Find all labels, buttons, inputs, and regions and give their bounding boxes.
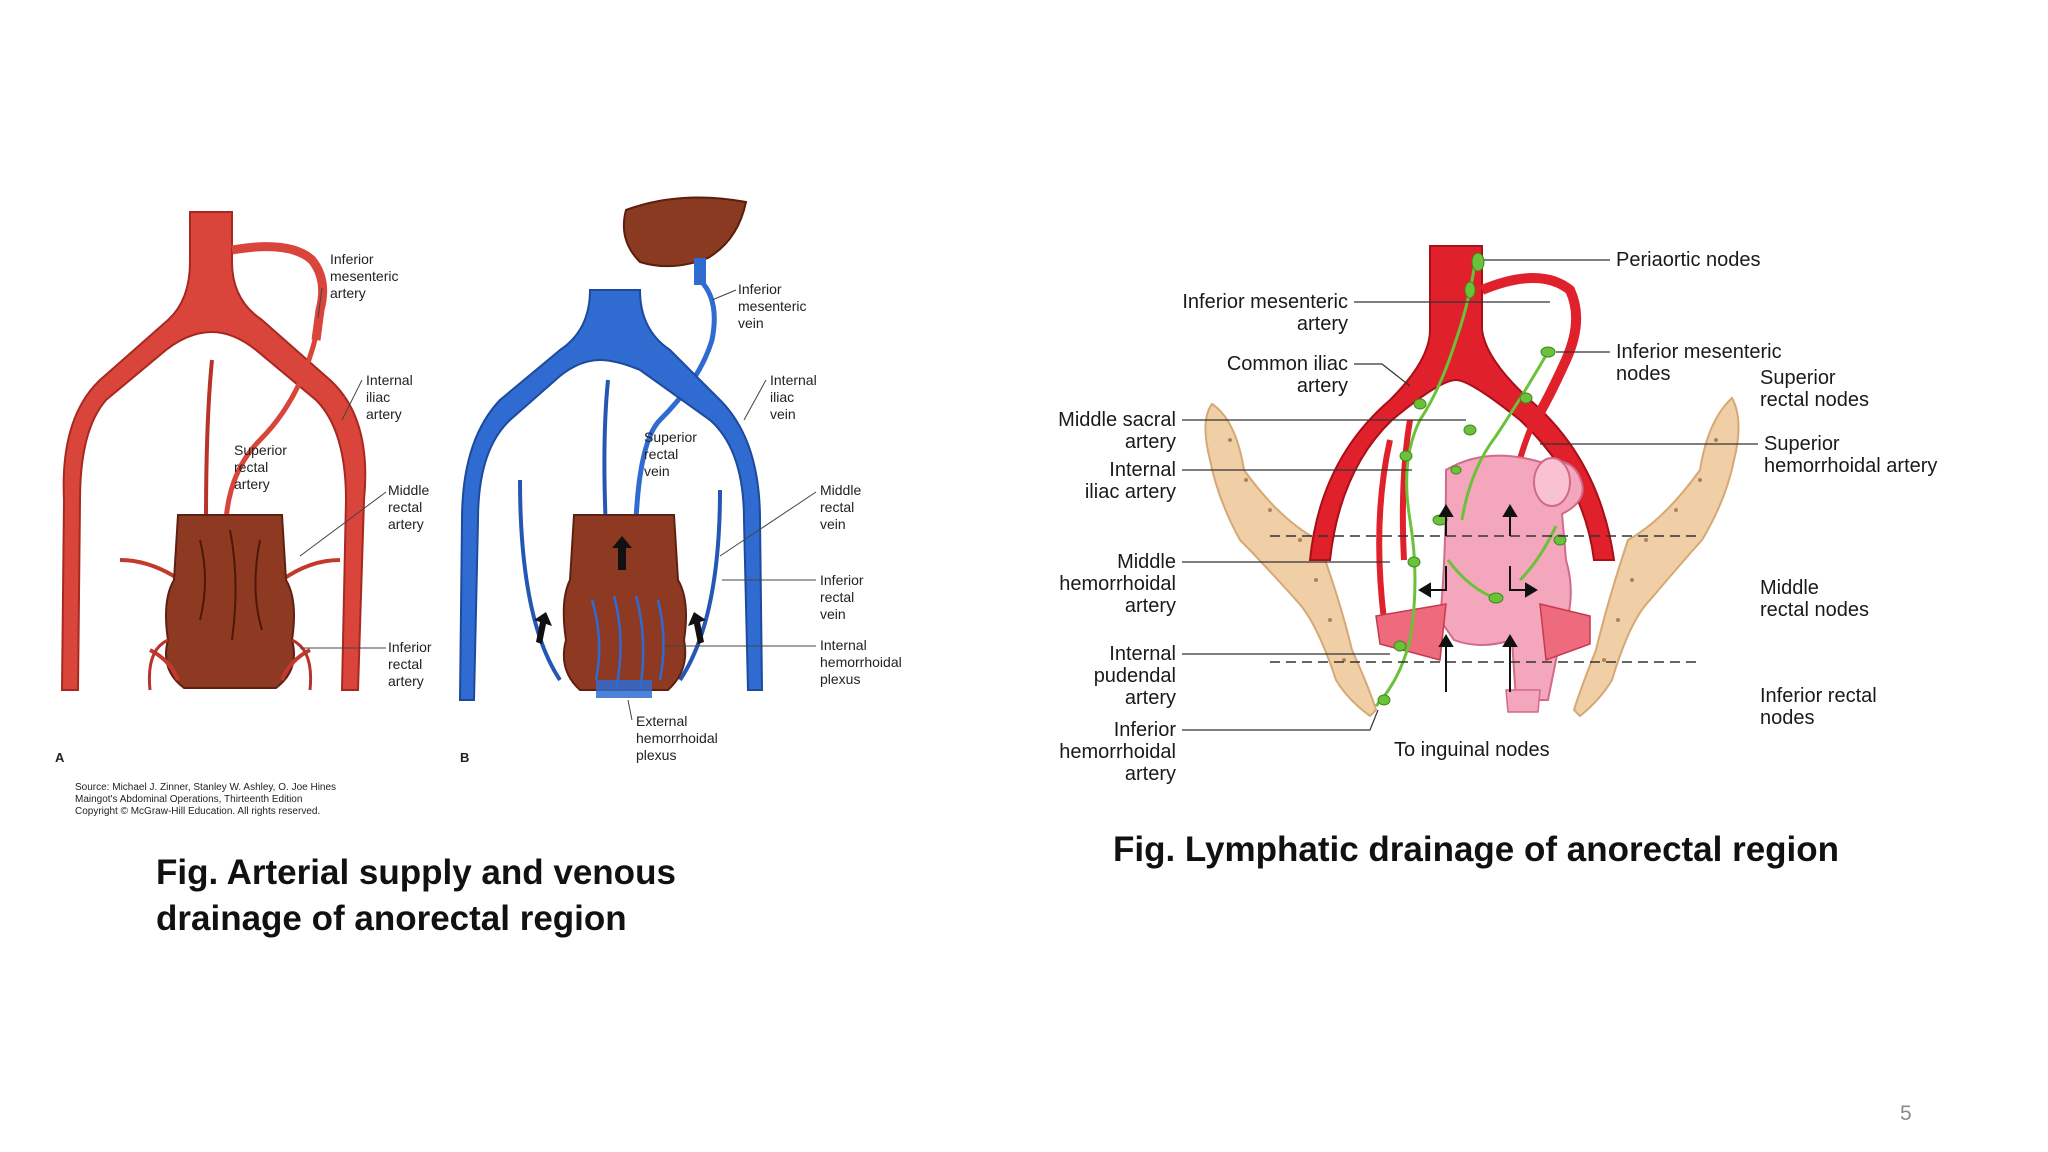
svg-text:Maingot's Abdominal Operations: Maingot's Abdominal Operations, Thirteen… <box>75 794 302 805</box>
source-credit: Source: Michael J. Zinner, Stanley W. As… <box>75 782 336 817</box>
panel-a-letter: A <box>55 750 65 765</box>
ima-line1: Inferior <box>330 251 374 267</box>
page-number: 5 <box>1900 1102 1912 1125</box>
caption-lymphatic: Fig. Lymphatic drainage of anorectal reg… <box>1113 830 1840 869</box>
svg-text:Copyright © McGraw-Hill Educat: Copyright © McGraw-Hill Education. All r… <box>75 806 320 817</box>
arterial-supply-diagram <box>60 211 367 691</box>
venous-drainage-diagram <box>458 196 764 701</box>
svg-text:Periaortic nodes: Periaortic nodes <box>1616 249 1761 271</box>
caption-line-1: Fig. Arterial supply and venous <box>156 853 676 892</box>
lymphatic-drainage-diagram <box>1204 245 1740 718</box>
panel-b-letter: B <box>460 750 469 765</box>
svg-text:Source: Michael J. Zinner, Sta: Source: Michael J. Zinner, Stanley W. As… <box>75 782 336 793</box>
caption-line-2: drainage of anorectal region <box>156 899 627 938</box>
caption-arterial-venous: Fig. Arterial supply and venous drainage… <box>156 850 756 942</box>
to-inguinal-nodes-label: To inguinal nodes <box>1394 739 1550 761</box>
